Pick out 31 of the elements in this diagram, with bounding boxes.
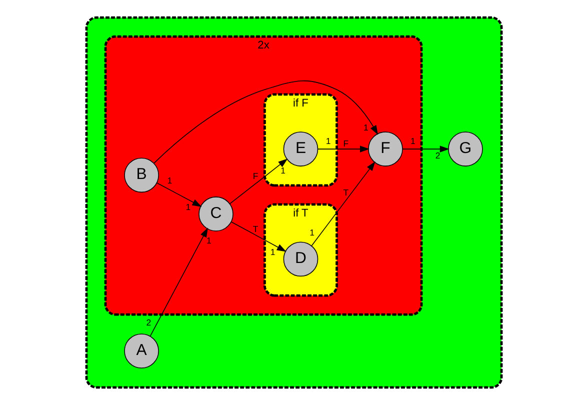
arrow: [402, 146, 450, 152]
cluster: [85, 16, 503, 389]
node-label: 1: [310, 227, 314, 238]
node-circle: D: [283, 242, 318, 277]
arrow: [150, 228, 208, 336]
node-label: 1: [364, 122, 368, 133]
node-circle: G: [448, 132, 483, 166]
node-circle: F: [368, 132, 403, 166]
node-circle: C: [198, 196, 234, 232]
arrow: [230, 221, 286, 252]
edge-label: F: [343, 138, 349, 149]
node-label: 1: [206, 235, 212, 246]
node-circle: E: [283, 132, 318, 166]
arrow: [318, 146, 370, 152]
arrow: [229, 158, 288, 204]
arrow: [154, 80, 378, 164]
node-label: 2: [146, 318, 152, 328]
node-circle: A: [124, 334, 159, 368]
node-label: 2: [435, 150, 440, 161]
edge-label: T: [343, 188, 349, 198]
edge-label: T: [252, 224, 258, 234]
arrow: [156, 182, 202, 207]
node-label: 1: [270, 246, 276, 257]
node-label: 1: [186, 202, 191, 212]
edge-label: F: [252, 170, 258, 181]
node-label: 1: [410, 136, 416, 146]
arrow: [311, 161, 376, 246]
node-circle: B: [124, 158, 159, 193]
node-label: 1: [167, 176, 172, 186]
node-label: 1: [326, 136, 331, 146]
node-label: 1: [280, 166, 286, 176]
